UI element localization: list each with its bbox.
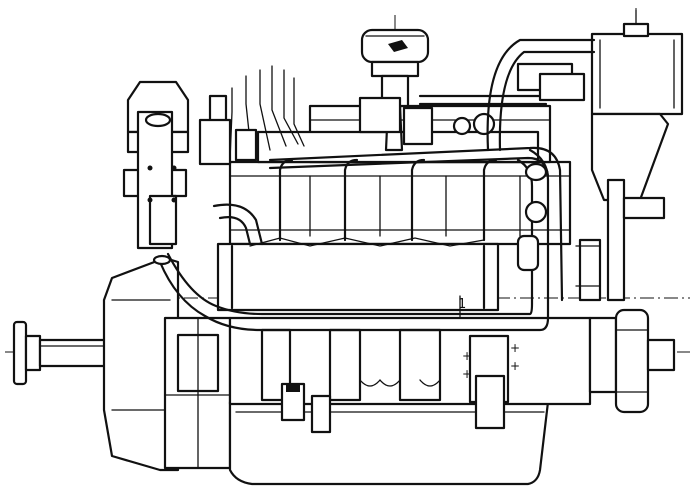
starter-motor — [163, 316, 232, 470]
crank-pulley — [588, 308, 676, 414]
callout-1: 1 — [458, 295, 473, 319]
crankcase: + + + + — [228, 316, 592, 430]
elbow-pipe — [212, 203, 264, 246]
fan-drive-bracket — [575, 112, 670, 302]
svg-text:+: + — [462, 349, 472, 363]
svg-text:+: + — [462, 367, 472, 381]
upper-pipe-loop — [268, 146, 564, 302]
svg-text:+: + — [510, 341, 520, 355]
wiring-bundle — [198, 65, 305, 166]
expansion-tank — [590, 9, 684, 116]
exhaust-manifold — [216, 237, 500, 312]
output-shaft-flange — [12, 320, 114, 386]
sump-fitting — [280, 382, 332, 434]
callout-label-1: 1 — [458, 297, 466, 312]
upper-hose — [486, 38, 596, 152]
thermostat-housing — [358, 94, 548, 146]
air-intake-tower — [122, 80, 190, 250]
svg-text:+: + — [510, 359, 520, 373]
